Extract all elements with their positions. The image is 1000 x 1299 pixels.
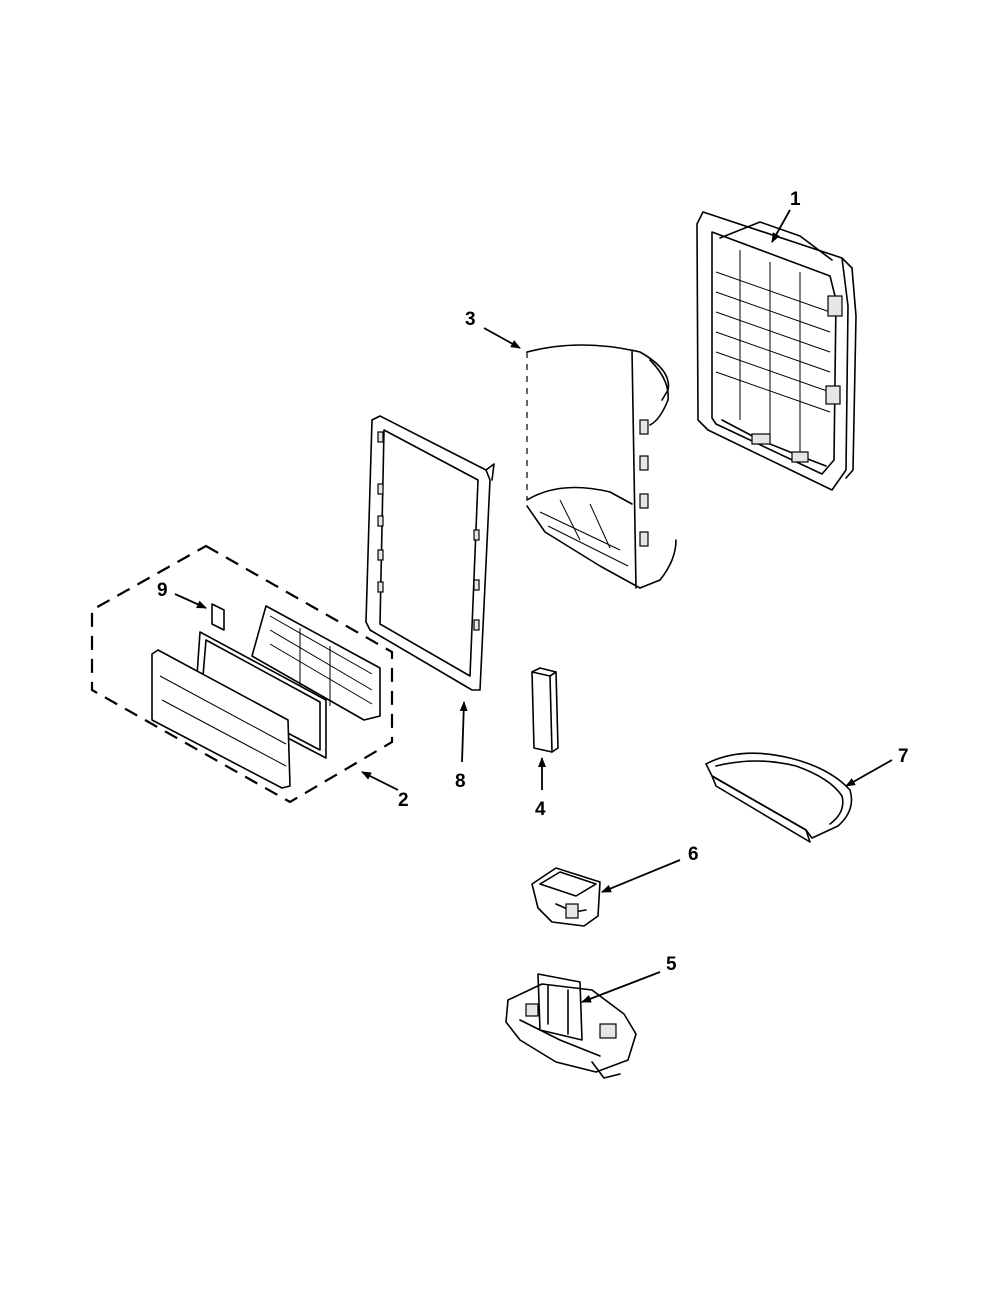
- callout-2: 2: [398, 790, 409, 811]
- leader-6: [601, 859, 681, 893]
- leader-2: [361, 771, 399, 791]
- part-6-bucket: [531, 867, 601, 927]
- leader-8: [459, 701, 468, 763]
- leader-3: [483, 327, 521, 349]
- part-3-liner: [526, 344, 677, 589]
- callout-4: 4: [535, 799, 546, 820]
- part-8-frame: [365, 415, 495, 691]
- part-4-strip: [531, 667, 559, 753]
- callout-6: 6: [688, 844, 699, 865]
- leader-1: [771, 209, 791, 243]
- part-5-mechanism: [505, 973, 637, 1079]
- callout-1: 1: [790, 189, 801, 210]
- callout-8: 8: [455, 771, 466, 792]
- callout-7: 7: [898, 746, 909, 767]
- part-2-control-assembly: [90, 544, 394, 804]
- leader-9: [174, 593, 207, 609]
- leader-arrows: [174, 209, 893, 1003]
- part-9-clip: [211, 603, 225, 631]
- callout-3: 3: [465, 309, 476, 330]
- callout-5: 5: [666, 954, 677, 975]
- leader-5: [581, 971, 661, 1003]
- part-1-housing: [696, 211, 857, 491]
- callout-9: 9: [157, 580, 168, 601]
- leader-7: [845, 759, 893, 787]
- part-7-shelf: [705, 752, 853, 843]
